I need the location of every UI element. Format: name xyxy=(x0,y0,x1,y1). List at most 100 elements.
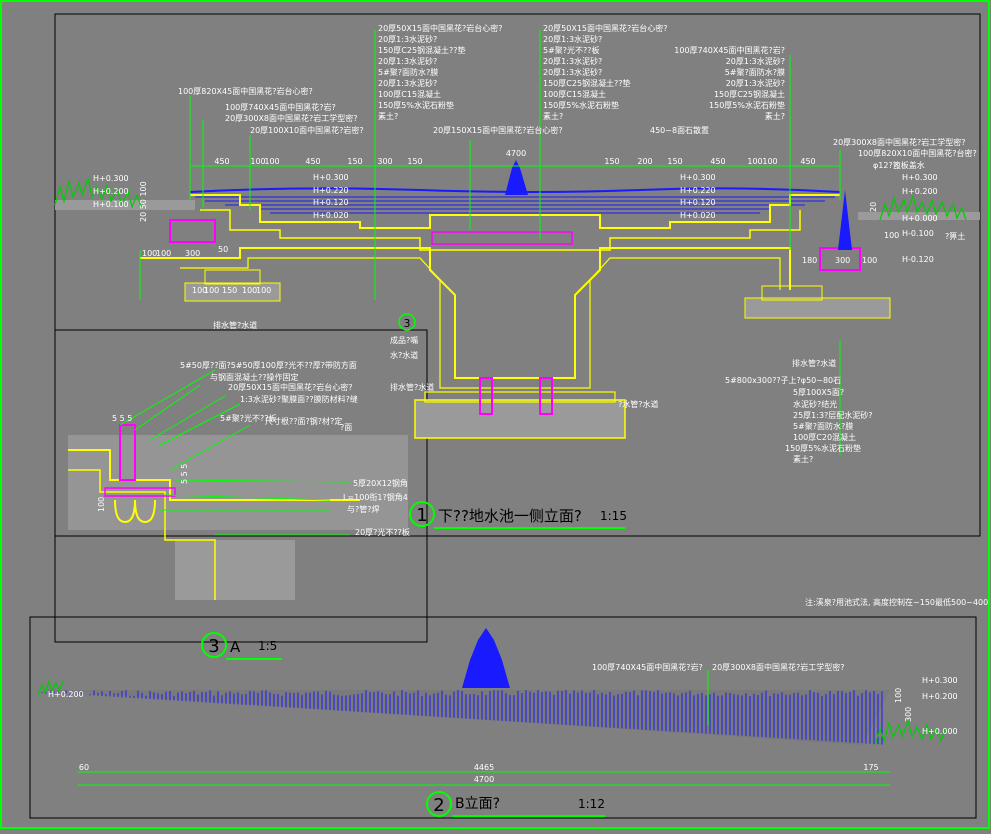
detail-plate xyxy=(104,487,176,497)
note-pebbles: 450~8面石散置 xyxy=(650,125,709,135)
svg-text:150: 150 xyxy=(667,157,682,166)
grass-elev-left xyxy=(37,679,64,696)
levels-left: H+0.300 H+0.200 H+0.100 xyxy=(93,174,129,209)
pipe-left xyxy=(479,377,493,415)
detail-steel-angle xyxy=(119,424,136,481)
svg-text:100: 100 xyxy=(192,286,207,295)
fountain-jet xyxy=(505,160,528,195)
svg-text:100: 100 xyxy=(142,249,157,258)
section3-note-steel: 5厚20X12钢角 xyxy=(353,478,408,488)
svg-text:100厚C15混凝土: 100厚C15混凝土 xyxy=(543,89,606,99)
svg-text:5#聚?光不??板: 5#聚?光不??板 xyxy=(543,45,600,55)
dim-base-left: 100 100 150 100 100 xyxy=(192,286,271,295)
svg-text:150厚5%水泥石粉垫: 150厚5%水泥石粉垫 xyxy=(785,443,861,453)
title-1-number: 1 xyxy=(416,505,427,526)
label-drain-pipe-left: 排水管?水道 xyxy=(213,320,257,330)
svg-text:25厚1:3?层配水泥砂?: 25厚1:3?层配水泥砂? xyxy=(793,410,873,420)
title-2-text: B立面? xyxy=(455,796,500,812)
title-3-circle xyxy=(201,632,227,658)
dims-right-bottom: 180 300 100 xyxy=(802,256,877,265)
svg-text:H+0.120: H+0.120 xyxy=(313,198,349,207)
svg-text:20厚1:3水泥砂?: 20厚1:3水泥砂? xyxy=(726,78,785,88)
pool-slab xyxy=(140,247,791,379)
svg-text:300: 300 xyxy=(835,256,850,265)
nozzle-chamber xyxy=(431,231,573,245)
right-notes-bottom: 5#800x300??子上?φ50~80石 5厚100X5面? 水泥砂?结光 2… xyxy=(725,376,873,464)
svg-text:H+0.220: H+0.220 xyxy=(313,186,349,195)
detail-edge-2 xyxy=(68,469,216,600)
svg-text:450: 450 xyxy=(305,157,320,166)
footnote: 注:溪泉?用池式法, 高度控制在~150最低500~400 xyxy=(805,597,988,607)
right-footing-cap xyxy=(761,285,823,301)
svg-text:素土?: 素土? xyxy=(543,111,563,121)
svg-text:素土?: 素土? xyxy=(793,454,813,464)
svg-text:20厚50X15面中国黑花?岩台心密?: 20厚50X15面中国黑花?岩台心密? xyxy=(228,382,353,392)
title-2-circle xyxy=(426,791,452,817)
pool-slab-inner xyxy=(180,257,781,389)
svg-text:H+0.200: H+0.200 xyxy=(902,187,938,196)
svg-text:100: 100 xyxy=(256,286,271,295)
title-1-text: 下??地水池一侧立面? xyxy=(438,507,582,525)
ground-right xyxy=(858,212,980,220)
svg-text:150厚5%水泥石粉垫: 150厚5%水泥石粉垫 xyxy=(378,100,454,110)
svg-text:1:3水泥砂?聚膜面??膜防材料?缝: 1:3水泥砂?聚膜面??膜防材料?缝 xyxy=(240,394,358,404)
pool-basin-inner xyxy=(200,209,801,251)
svg-text:20厚1:3水泥砂?: 20厚1:3水泥砂? xyxy=(543,34,602,44)
elevation-fountain xyxy=(462,628,510,688)
right-drain-note: φ12?篦板盖水 xyxy=(873,160,925,170)
svg-text:20厚1:3水泥砂?: 20厚1:3水泥砂? xyxy=(543,56,602,66)
section3-drawing xyxy=(68,369,408,600)
svg-text:100: 100 xyxy=(156,249,171,258)
title-3-text: A xyxy=(230,638,241,656)
levels-right: H+0.300 H+0.200 H+0.000 H-0.100 H-0.120 xyxy=(902,173,938,264)
left-footing-cap xyxy=(204,269,261,285)
svg-text:H+0.200: H+0.200 xyxy=(93,187,129,196)
label-nozzle: 成品?嘴 xyxy=(390,335,418,345)
elevation-hatch xyxy=(41,690,883,745)
title-2-scale: 1:12 xyxy=(578,797,605,811)
section2-dim-300: 300 xyxy=(904,707,913,722)
section3-note-mid3: ?面 xyxy=(340,423,352,432)
svg-text:100: 100 xyxy=(250,157,265,166)
dim-right-20: 20 xyxy=(869,202,878,212)
svg-text:175: 175 xyxy=(863,763,878,772)
svg-text:5#800x300??子上?φ50~80石: 5#800x300??子上?φ50~80石 xyxy=(725,376,841,385)
svg-text:100: 100 xyxy=(747,157,762,166)
label-water-tank: ?水管?水道 xyxy=(618,399,659,409)
elevation-wedge xyxy=(38,690,890,745)
svg-text:150厚C25钢混凝土??垫: 150厚C25钢混凝土??垫 xyxy=(543,78,631,88)
svg-text:100: 100 xyxy=(762,157,777,166)
svg-text:100: 100 xyxy=(204,286,219,295)
svg-text:100: 100 xyxy=(264,157,279,166)
svg-text:素土?: 素土? xyxy=(378,111,398,121)
left-footing xyxy=(184,282,281,302)
section2-note-b: 20厚300X8面中国黑花?岩工学型密? xyxy=(712,662,845,672)
grass-left xyxy=(54,176,143,210)
label-drain-right: 排水管?水道 xyxy=(792,358,836,368)
foundation-block xyxy=(414,399,626,439)
levels-inner-right: H+0.300 H+0.220 H+0.120 H+0.020 xyxy=(680,173,716,220)
svg-text:180: 180 xyxy=(802,256,817,265)
leaders-section1 xyxy=(139,30,841,455)
dim-4700: 4700 xyxy=(506,149,526,158)
svg-text:5#聚?面防水?膜: 5#聚?面防水?膜 xyxy=(725,67,785,77)
title-1-circle xyxy=(409,501,435,527)
right-jet xyxy=(838,190,852,250)
svg-text:5#50厚??面?5#50厚100厚?光不??厚?带防方面: 5#50厚??面?5#50厚100厚?光不??厚?带防方面 xyxy=(180,360,357,370)
section3-note-l: L=100衔1?钢角4 xyxy=(343,492,408,502)
svg-text:150厚5%水泥石粉垫: 150厚5%水泥石粉垫 xyxy=(543,100,619,110)
section3-note-bottom: 20厚?光不??板 xyxy=(355,527,410,537)
section1-frame xyxy=(54,13,981,537)
svg-text:水泥砂?结光: 水泥砂?结光 xyxy=(793,399,837,409)
left-gutter xyxy=(169,219,216,243)
title-3-number: 3 xyxy=(208,636,219,657)
leaders-section3 xyxy=(119,369,351,536)
svg-text:150厚5%水泥石粉垫: 150厚5%水泥石粉垫 xyxy=(709,100,785,110)
levels-inner-left: H+0.300 H+0.220 H+0.120 H+0.020 xyxy=(313,173,349,220)
svg-text:H+0.000: H+0.000 xyxy=(922,727,958,736)
svg-text:H+0.100: H+0.100 xyxy=(93,200,129,209)
callout-3-number: 3 xyxy=(404,317,411,330)
